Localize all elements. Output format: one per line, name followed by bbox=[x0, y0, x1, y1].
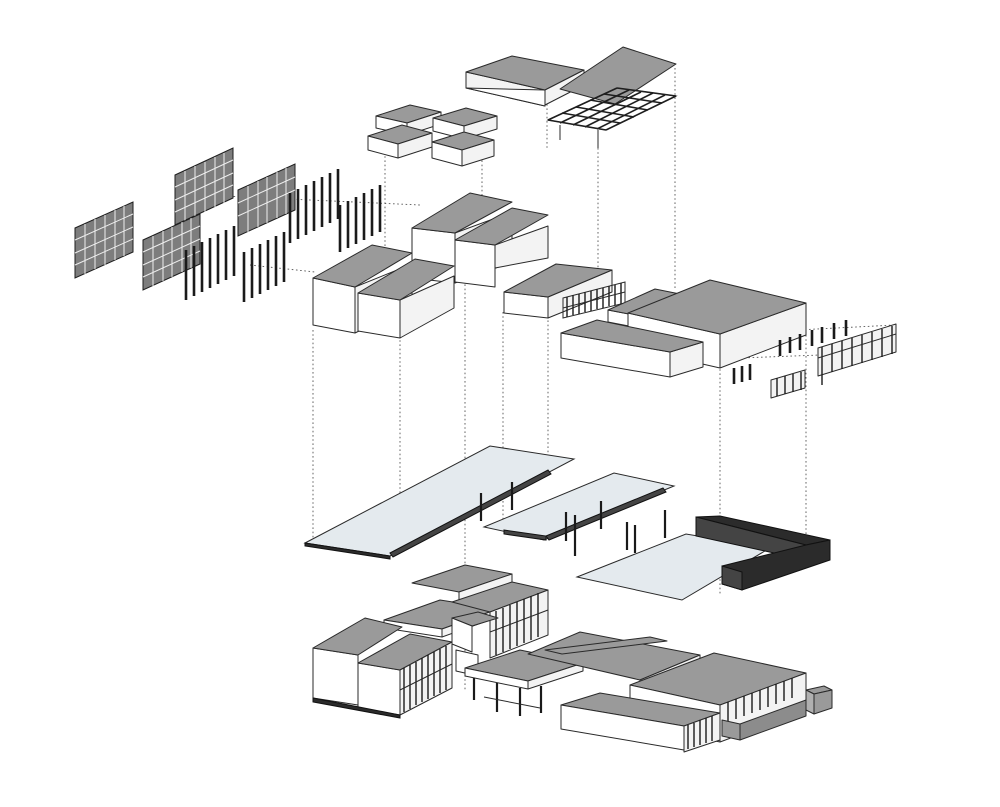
middle-center-volume bbox=[503, 263, 626, 319]
screen-grid-center bbox=[562, 281, 626, 319]
vertical-fins-left bbox=[184, 169, 382, 302]
top-canopy bbox=[465, 46, 678, 148]
roof-grid bbox=[546, 87, 678, 148]
pavilion-columns bbox=[472, 678, 543, 716]
top-stacked-volumes bbox=[367, 104, 498, 167]
vertical-fins-right bbox=[732, 320, 848, 384]
curtain-wall-panels bbox=[74, 147, 296, 291]
front-bar-glazing bbox=[687, 716, 713, 749]
floor-slabs bbox=[303, 445, 831, 601]
slab-columns bbox=[479, 482, 667, 556]
middle-right-volumes bbox=[560, 279, 897, 399]
assembled-building bbox=[312, 564, 833, 753]
tower-glazing bbox=[489, 593, 549, 655]
curtain-panel-2 bbox=[174, 147, 234, 226]
curtain-panel-3 bbox=[142, 213, 201, 291]
dark-l-volume bbox=[695, 515, 831, 591]
right-wing-glazing bbox=[727, 678, 793, 722]
middle-left-volumes bbox=[312, 244, 455, 339]
curtain-panel-4 bbox=[237, 163, 296, 237]
right-facade-strips bbox=[770, 323, 897, 399]
curtain-panel-1 bbox=[74, 201, 134, 279]
left-wing-glazing bbox=[399, 646, 453, 712]
